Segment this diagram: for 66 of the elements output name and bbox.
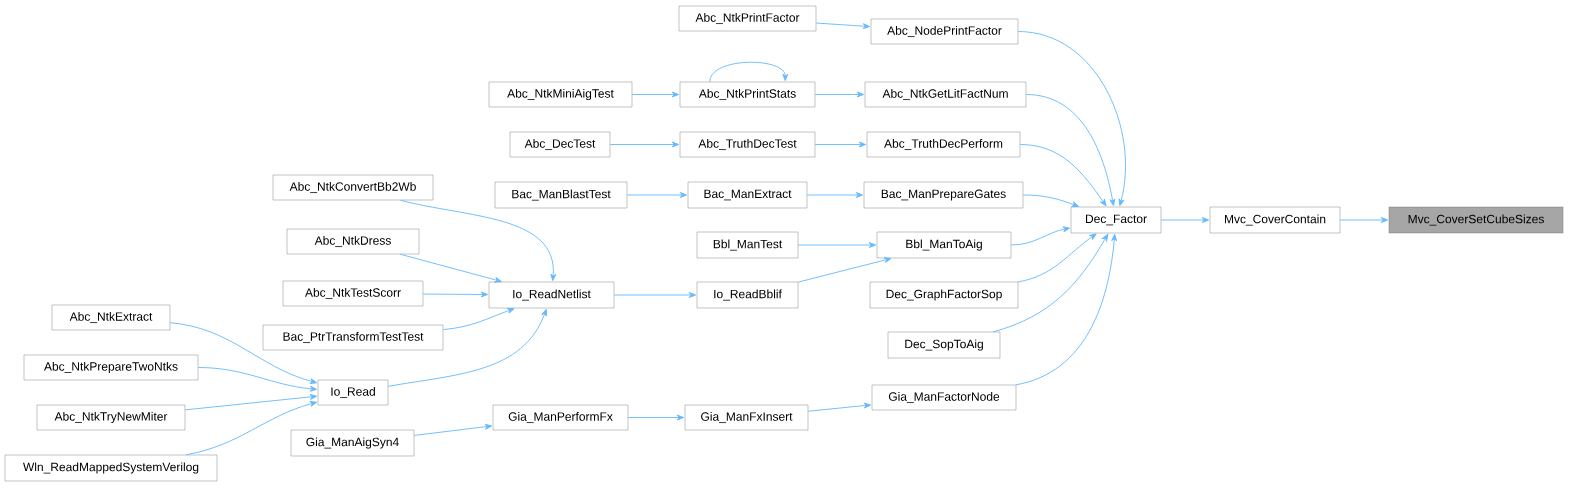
arrow (197, 367, 317, 392)
function-box: Abc_NtkConvertBb2Wb (272, 174, 434, 201)
function-box: Io_ReadBblif (696, 281, 799, 309)
arrow (806, 192, 864, 198)
function-box: Abc_NtkDress (286, 228, 420, 255)
arrow (815, 22, 871, 30)
arrow (1017, 233, 1097, 283)
arrow (1019, 144, 1107, 207)
arrow (1025, 94, 1116, 207)
arrow (814, 91, 865, 98)
arrow (797, 242, 877, 248)
function-box: Bbl_ManToAig (876, 231, 1012, 259)
function-box: Gia_ManPerformFx (492, 404, 629, 431)
arrow (1017, 31, 1126, 207)
arrow (626, 192, 688, 198)
function-box: Bac_PtrTransformTestTest (262, 324, 444, 351)
arrow (797, 257, 892, 283)
function-box: Dec_Factor (1070, 206, 1162, 234)
function-box: Gia_ManAigSyn4 (290, 429, 415, 457)
arrow (399, 199, 557, 281)
function-box: Abc_NtkPrintFactor (678, 5, 817, 32)
function-box: Bbl_ManTest (696, 231, 799, 259)
function-box: Io_Read (317, 379, 389, 406)
arrow (442, 308, 515, 331)
function-box: Mvc_CoverSetCubeSizes (1388, 206, 1564, 234)
function-box: Mvc_CoverContain (1209, 206, 1341, 234)
function-box: Abc_NtkMiniAigTest (488, 81, 633, 108)
arrow (184, 394, 317, 411)
function-box: Abc_TruthDecTest (679, 131, 816, 158)
arrow (422, 291, 488, 298)
function-box: Abc_DecTest (509, 131, 611, 158)
arrow (1160, 217, 1209, 223)
arrow (613, 292, 697, 298)
function-box: Bac_ManExtract (687, 181, 808, 209)
arrow (627, 414, 685, 421)
arrow (169, 322, 318, 384)
function-box: Gia_ManFxInsert (684, 404, 809, 431)
function-box: Gia_ManFactorNode (871, 384, 1017, 411)
function-box: Dec_SopToAig (887, 331, 1001, 359)
arrow (1010, 226, 1071, 246)
arrow (1022, 194, 1080, 207)
arrow (631, 91, 680, 98)
function-box: Dec_GraphFactorSop (869, 281, 1019, 309)
function-box: Bac_ManBlastTest (494, 181, 628, 209)
arrow (609, 141, 680, 148)
function-box: Abc_NtkGetLitFactNum (864, 81, 1027, 108)
arrow (814, 141, 867, 148)
arrow (399, 253, 502, 283)
function-box: Abc_NtkPrepareTwoNtks (23, 354, 199, 381)
function-box: Wln_ReadMappedSystemVerilog (4, 454, 218, 482)
function-box: Abc_NtkTryNewMiter (36, 404, 186, 431)
arrow (807, 402, 872, 412)
arrow (992, 233, 1109, 333)
arrow (1339, 217, 1388, 223)
function-box: Abc_NtkPrintStats (679, 81, 816, 108)
arrow (387, 308, 547, 387)
function-box: Abc_NtkExtract (51, 304, 171, 331)
arrow (413, 423, 493, 436)
arrow (185, 401, 318, 456)
function-box: Abc_TruthDecPerform (866, 131, 1021, 158)
function-box: Abc_NtkTestScorr (282, 280, 424, 307)
function-box: Abc_NodePrintFactor (870, 18, 1019, 45)
arrow (1015, 234, 1118, 386)
arrow (709, 61, 789, 83)
function-box: Io_ReadNetlist (488, 281, 615, 309)
function-box: Bac_ManPrepareGates (863, 181, 1024, 209)
